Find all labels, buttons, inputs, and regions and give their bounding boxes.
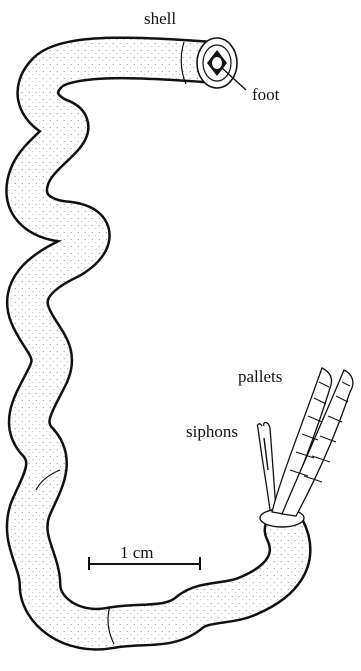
- leader-lines: [222, 68, 268, 470]
- siphons: [257, 423, 276, 511]
- shell: [197, 38, 237, 88]
- label-siphons: siphons: [186, 422, 238, 441]
- burrow-tube: [27, 42, 302, 644]
- label-shell: shell: [144, 9, 176, 28]
- pallets: [272, 368, 353, 516]
- label-pallets: pallets: [238, 367, 282, 386]
- label-foot: foot: [252, 85, 280, 104]
- scale-bar-label: 1 cm: [120, 543, 154, 562]
